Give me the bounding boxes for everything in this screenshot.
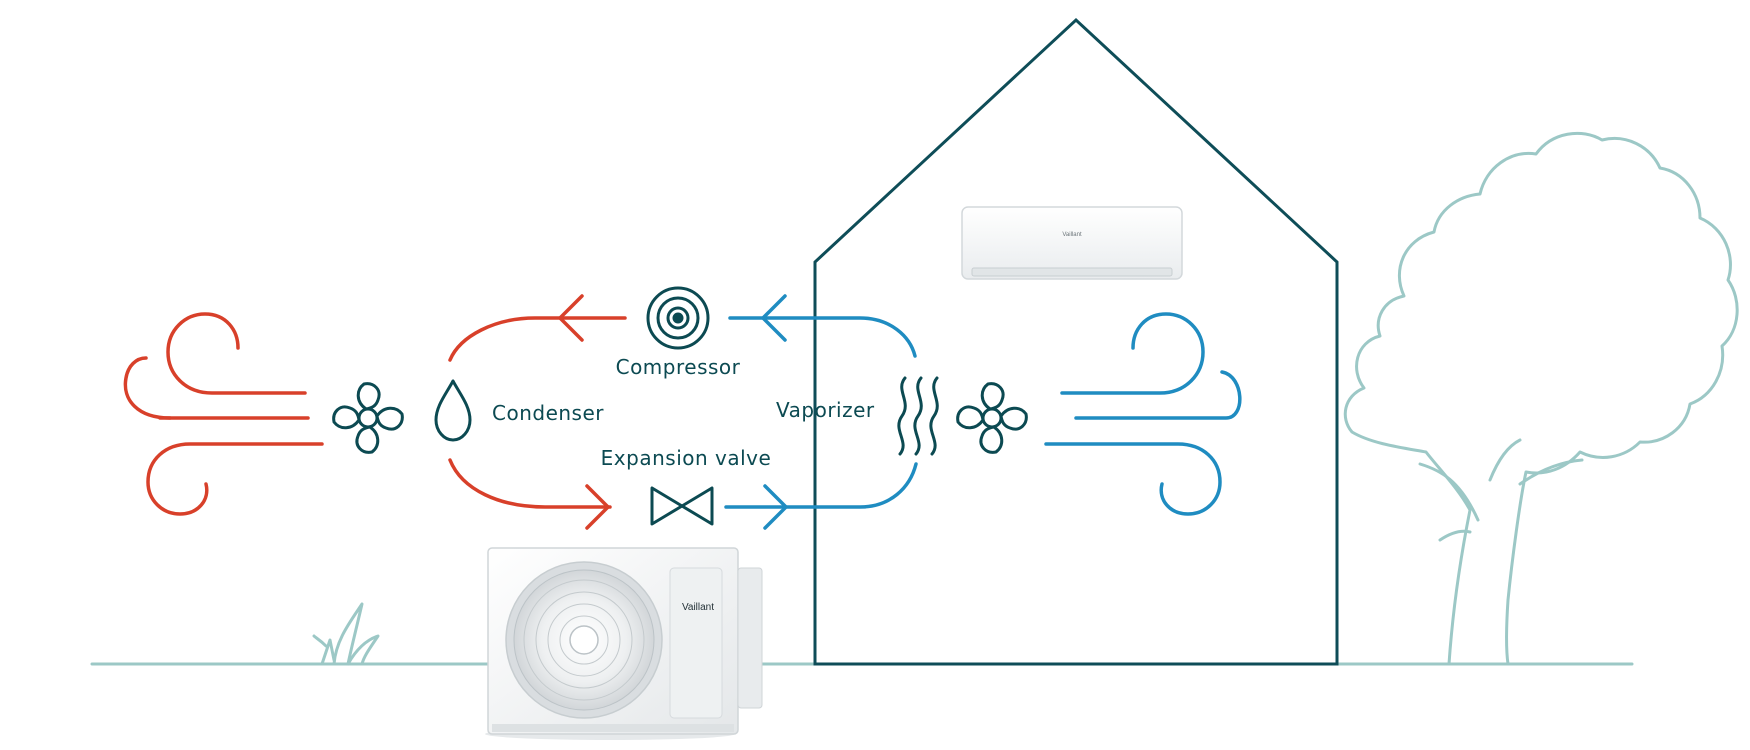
tree-icon (1343, 131, 1739, 666)
hot-air-wind-icon (123, 312, 324, 516)
expansion-valve-icon (650, 486, 714, 526)
vaporizer-waves-icon (897, 376, 939, 456)
hot-refrigerant-loop (448, 294, 627, 530)
indoor-ac-unit: Vaillant (961, 206, 1183, 280)
compressor-label: Compressor (616, 355, 741, 379)
condenser-fan-icon (332, 382, 404, 454)
compressor-icon (646, 286, 710, 350)
expansion-valve-label: Expansion valve (601, 446, 772, 470)
fan-grille (523, 579, 645, 701)
outdoor-unit-brand: Vaillant (682, 602, 714, 613)
cold-refrigerant-loop (724, 294, 918, 530)
vaporizer-fan-icon (956, 382, 1028, 454)
droplet-icon (434, 379, 472, 442)
outdoor-ac-unit: Vaillant (485, 547, 763, 740)
condenser-label: Condenser (492, 401, 604, 425)
indoor-unit-brand: Vaillant (1062, 232, 1082, 238)
house-outline (813, 17, 1339, 666)
cold-air-wind-icon (1044, 312, 1242, 516)
grass-icon (312, 602, 380, 666)
vaporizer-label: Vaporizer (776, 398, 875, 422)
